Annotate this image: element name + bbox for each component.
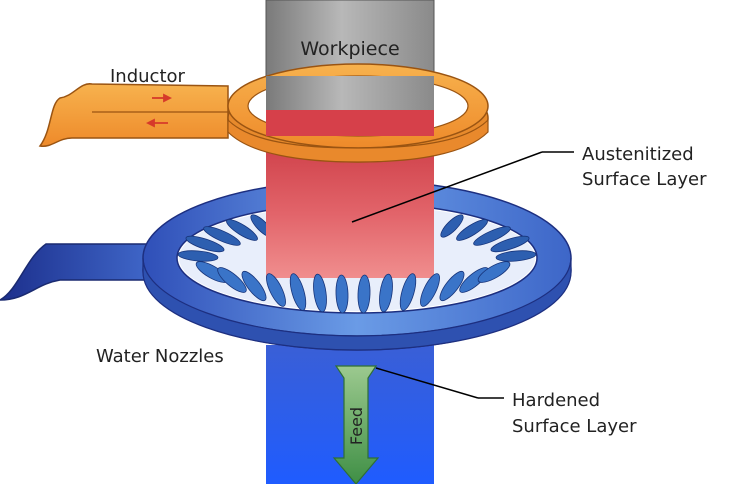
inductor-lead [38, 83, 229, 147]
heated-zone-top [266, 110, 434, 136]
water-nozzle-fins-back [177, 214, 537, 262]
feed-label: Feed [347, 407, 366, 445]
austenitized-label-line1: Austenitized [582, 144, 694, 165]
hardened-label-line2: Surface Layer [512, 416, 637, 437]
water-nozzle-pipe [0, 243, 149, 301]
inductor-ring-front [227, 118, 489, 163]
current-arrow-icon [145, 93, 173, 128]
feed-arrow-icon [332, 365, 380, 484]
hardened-label-line1: Hardened [512, 390, 600, 411]
inductor-label: Inductor [110, 66, 186, 87]
austenitized-label-line2: Surface Layer [582, 169, 707, 190]
hardened-leader-line [375, 367, 479, 399]
workpiece-label: Workpiece [300, 38, 399, 60]
water-nozzle-ring-front [142, 257, 572, 351]
water-nozzles-label: Water Nozzles [96, 346, 224, 367]
austenitized-leader-line [351, 151, 543, 223]
water-nozzle-fins-front [195, 261, 511, 314]
